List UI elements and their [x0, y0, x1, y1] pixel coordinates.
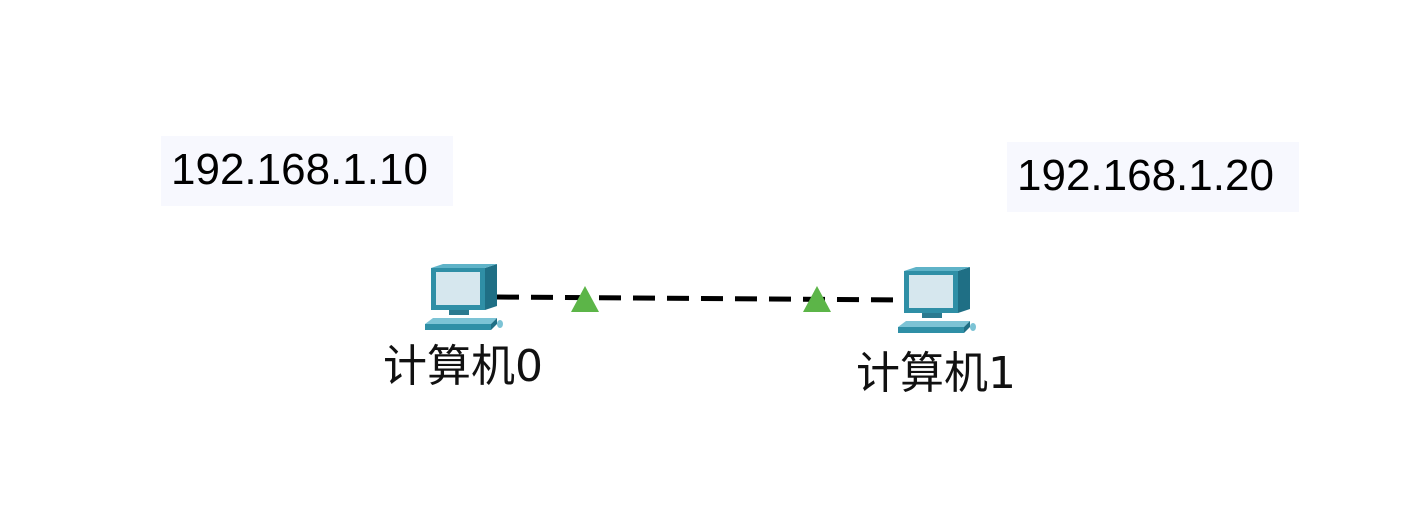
- ethernet-link[interactable]: [496, 294, 906, 303]
- pc-device[interactable]: [419, 262, 503, 336]
- pc-icon: [898, 267, 976, 333]
- ip-address-note[interactable]: 192.168.1.10: [161, 136, 453, 206]
- ip-address-note[interactable]: 192.168.1.20: [1007, 142, 1299, 212]
- link-up-triangle-icon: [571, 286, 599, 312]
- device-label: 计算机0: [383, 341, 543, 392]
- pc-icon: [425, 264, 503, 330]
- link-up-triangle-icon: [803, 286, 831, 312]
- pc-device[interactable]: [892, 265, 976, 339]
- device-label: 计算机1: [856, 348, 1016, 399]
